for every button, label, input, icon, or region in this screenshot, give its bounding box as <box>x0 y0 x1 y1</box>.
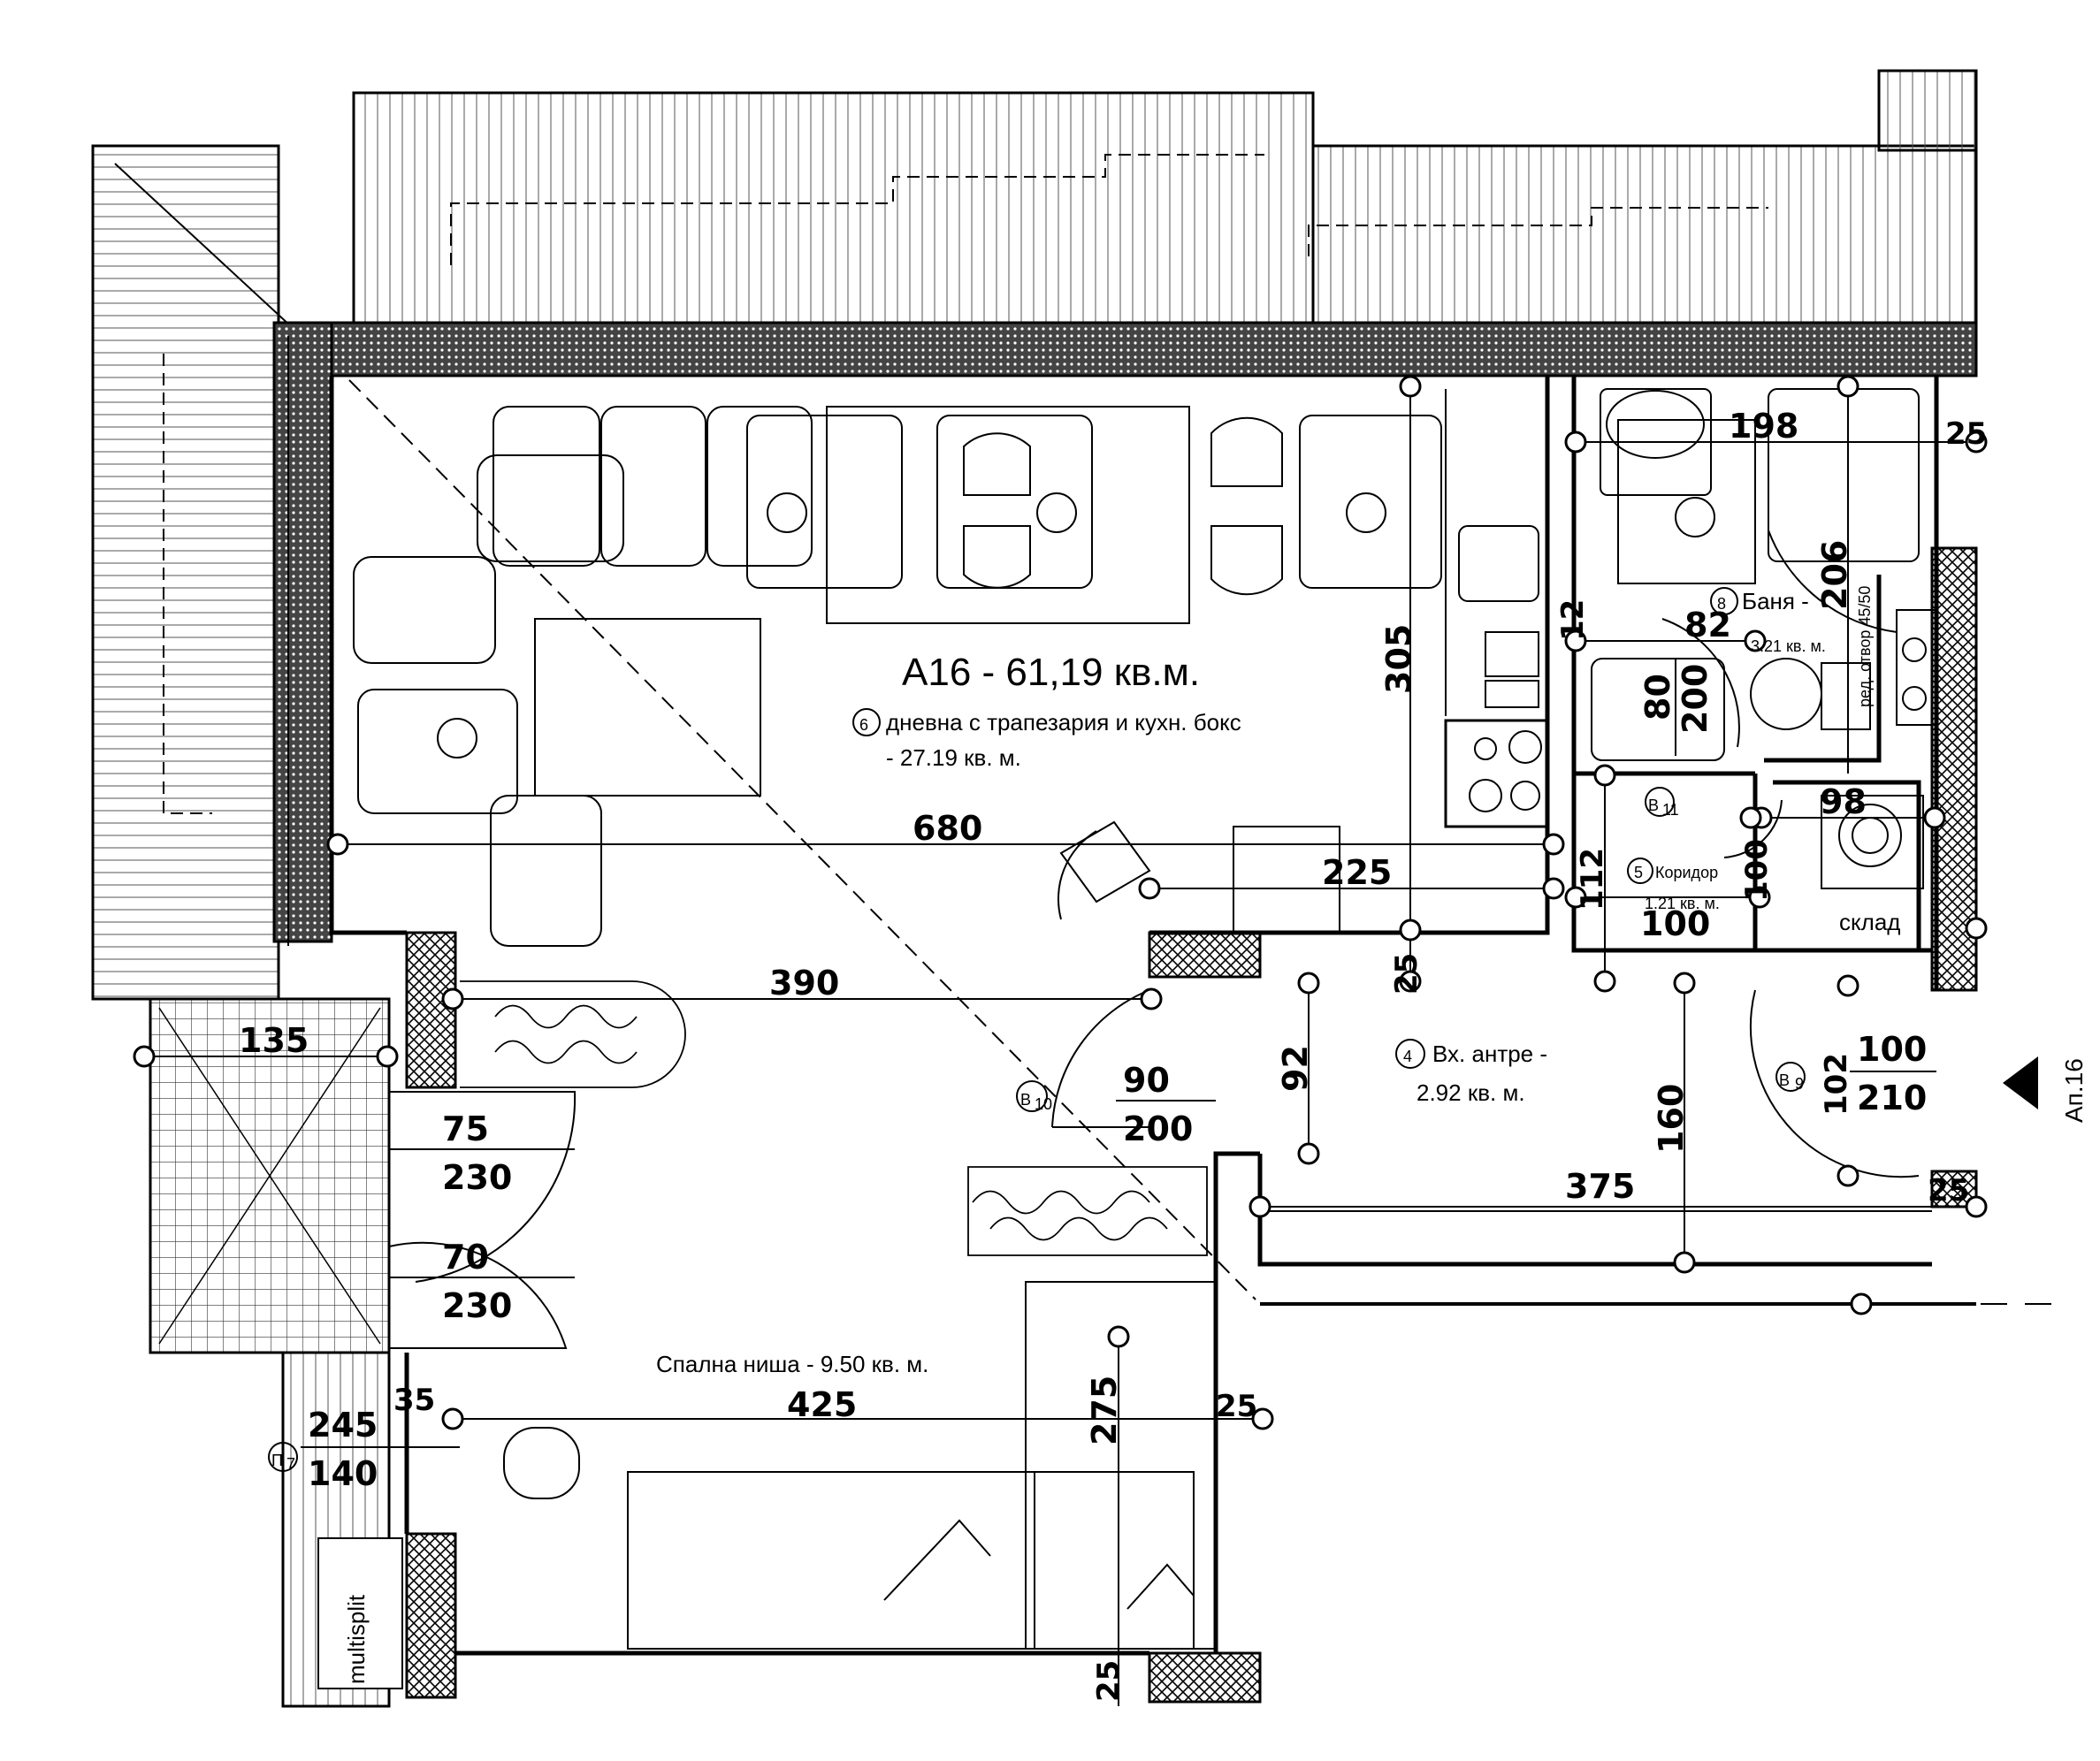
dim-25d: 25 <box>1216 1389 1257 1424</box>
balcony <box>149 997 391 1354</box>
bath-room-area: 3.21 кв. м. <box>1751 637 1826 655</box>
room-number-circle <box>1395 1039 1425 1069</box>
entry-number: 4 <box>1403 1048 1412 1065</box>
storage-door-num: 9 <box>1795 1075 1804 1093</box>
dim-225: 225 <box>1322 853 1392 892</box>
dim-198: 198 <box>1729 407 1798 446</box>
dim-425: 425 <box>787 1385 857 1424</box>
door-75-height: 230 <box>442 1158 512 1197</box>
dim-390: 390 <box>769 964 839 1002</box>
corridor-name: Коридор <box>1655 864 1718 881</box>
multisplit-unit <box>317 1537 403 1689</box>
door-swings <box>388 618 1920 1349</box>
door-70-height: 230 <box>442 1286 512 1325</box>
dim-275: 275 <box>1085 1376 1124 1445</box>
door-tag-circle <box>1016 1080 1048 1112</box>
front-door-width: 90 <box>1123 1061 1170 1100</box>
door-tag-circle <box>1775 1062 1806 1092</box>
dim-25e: 25 <box>1091 1660 1126 1702</box>
window-height: 140 <box>308 1454 378 1493</box>
diagonal-guide <box>348 379 1256 1300</box>
front-door-num: 10 <box>1035 1095 1052 1113</box>
dim-12: 12 <box>1555 599 1591 641</box>
dim-680: 680 <box>913 809 982 848</box>
bath-room-number: 8 <box>1717 595 1726 613</box>
dining-set <box>746 406 1442 624</box>
window-tag-circle <box>268 1442 298 1472</box>
dimension-nodes <box>133 375 1988 1430</box>
bath-room-name: Баня - <box>1742 588 1809 614</box>
dim-82: 82 <box>1684 606 1731 644</box>
corridor-number: 5 <box>1634 864 1643 881</box>
exterior-wall <box>272 321 1978 946</box>
storage-door-width: 100 <box>1857 1030 1927 1069</box>
entry-name: Вх. антре - <box>1432 1041 1547 1067</box>
living-room-name: дневна с трапезария и кухн. бокс <box>886 709 1241 736</box>
dim-160: 160 <box>1652 1084 1691 1154</box>
dim-25c: 25 <box>1945 416 1987 452</box>
sofa <box>353 406 813 947</box>
storage-door-height: 210 <box>1857 1079 1927 1117</box>
front-door-tag: В <box>1020 1091 1031 1109</box>
bedroom-furniture <box>503 1281 1217 1650</box>
dim-100: 100 <box>1640 904 1710 943</box>
sheet-label: Ап.16 <box>2060 1058 2088 1123</box>
plants <box>460 980 1208 1256</box>
dimension-lines <box>141 385 2069 1706</box>
dim-98: 98 <box>1820 782 1867 821</box>
dim-35: 35 <box>393 1383 435 1418</box>
room-number-circle <box>1627 858 1653 884</box>
storage-door-side: 102 <box>1819 1053 1854 1116</box>
front-door-height: 200 <box>1123 1109 1193 1148</box>
section-arrow-icon <box>2003 1056 2038 1109</box>
dim-375: 375 <box>1565 1167 1635 1206</box>
bath-door-height: 200 <box>1676 664 1714 734</box>
left-terrace <box>91 144 293 1001</box>
storage-name: склад <box>1839 909 1900 935</box>
door-75-width: 75 <box>442 1109 489 1148</box>
bath-door-width: 80 <box>1638 674 1677 720</box>
room-number-circle <box>1710 587 1738 615</box>
living-room-area: - 27.19 кв. м. <box>886 744 1021 771</box>
room-number-circle <box>852 708 881 736</box>
door-70-width: 70 <box>442 1238 489 1277</box>
riser-symbols <box>437 492 1715 759</box>
door-tag-circle <box>1645 787 1675 817</box>
dim-305: 305 <box>1379 624 1418 694</box>
masonry <box>405 546 1978 1704</box>
dim-92: 92 <box>1276 1045 1315 1092</box>
window-width: 245 <box>308 1406 378 1445</box>
bath-door-tag: В <box>1648 797 1659 814</box>
bedroom-name: Спална ниша - 9.50 кв. м. <box>656 1351 928 1377</box>
storage-door-tag: В <box>1779 1071 1790 1089</box>
dim-112: 112 <box>1575 848 1610 911</box>
dim-100b: 100 <box>1739 839 1775 902</box>
window-num: 7 <box>286 1455 295 1473</box>
living-room-number: 6 <box>859 716 868 734</box>
kitchen <box>1233 389 1549 934</box>
roof-terrace <box>352 69 1978 324</box>
corridor-area: 1.21 кв. м. <box>1645 895 1720 912</box>
dim-135: 135 <box>239 1021 309 1060</box>
bath-door-num: 11 <box>1662 801 1679 819</box>
entry-area: 2.92 кв. м. <box>1417 1079 1525 1106</box>
dim-25b: 25 <box>1928 1173 1969 1208</box>
multisplit-text: multisplit <box>343 1594 370 1684</box>
dim-25a: 25 <box>1389 953 1424 995</box>
apartment-title: A16 - 61,19 кв.м. <box>902 651 1200 694</box>
window-tag: П <box>271 1452 283 1469</box>
dim-206: 206 <box>1815 540 1854 610</box>
shaft-label: ред. отвор 45/50 <box>1856 586 1874 707</box>
